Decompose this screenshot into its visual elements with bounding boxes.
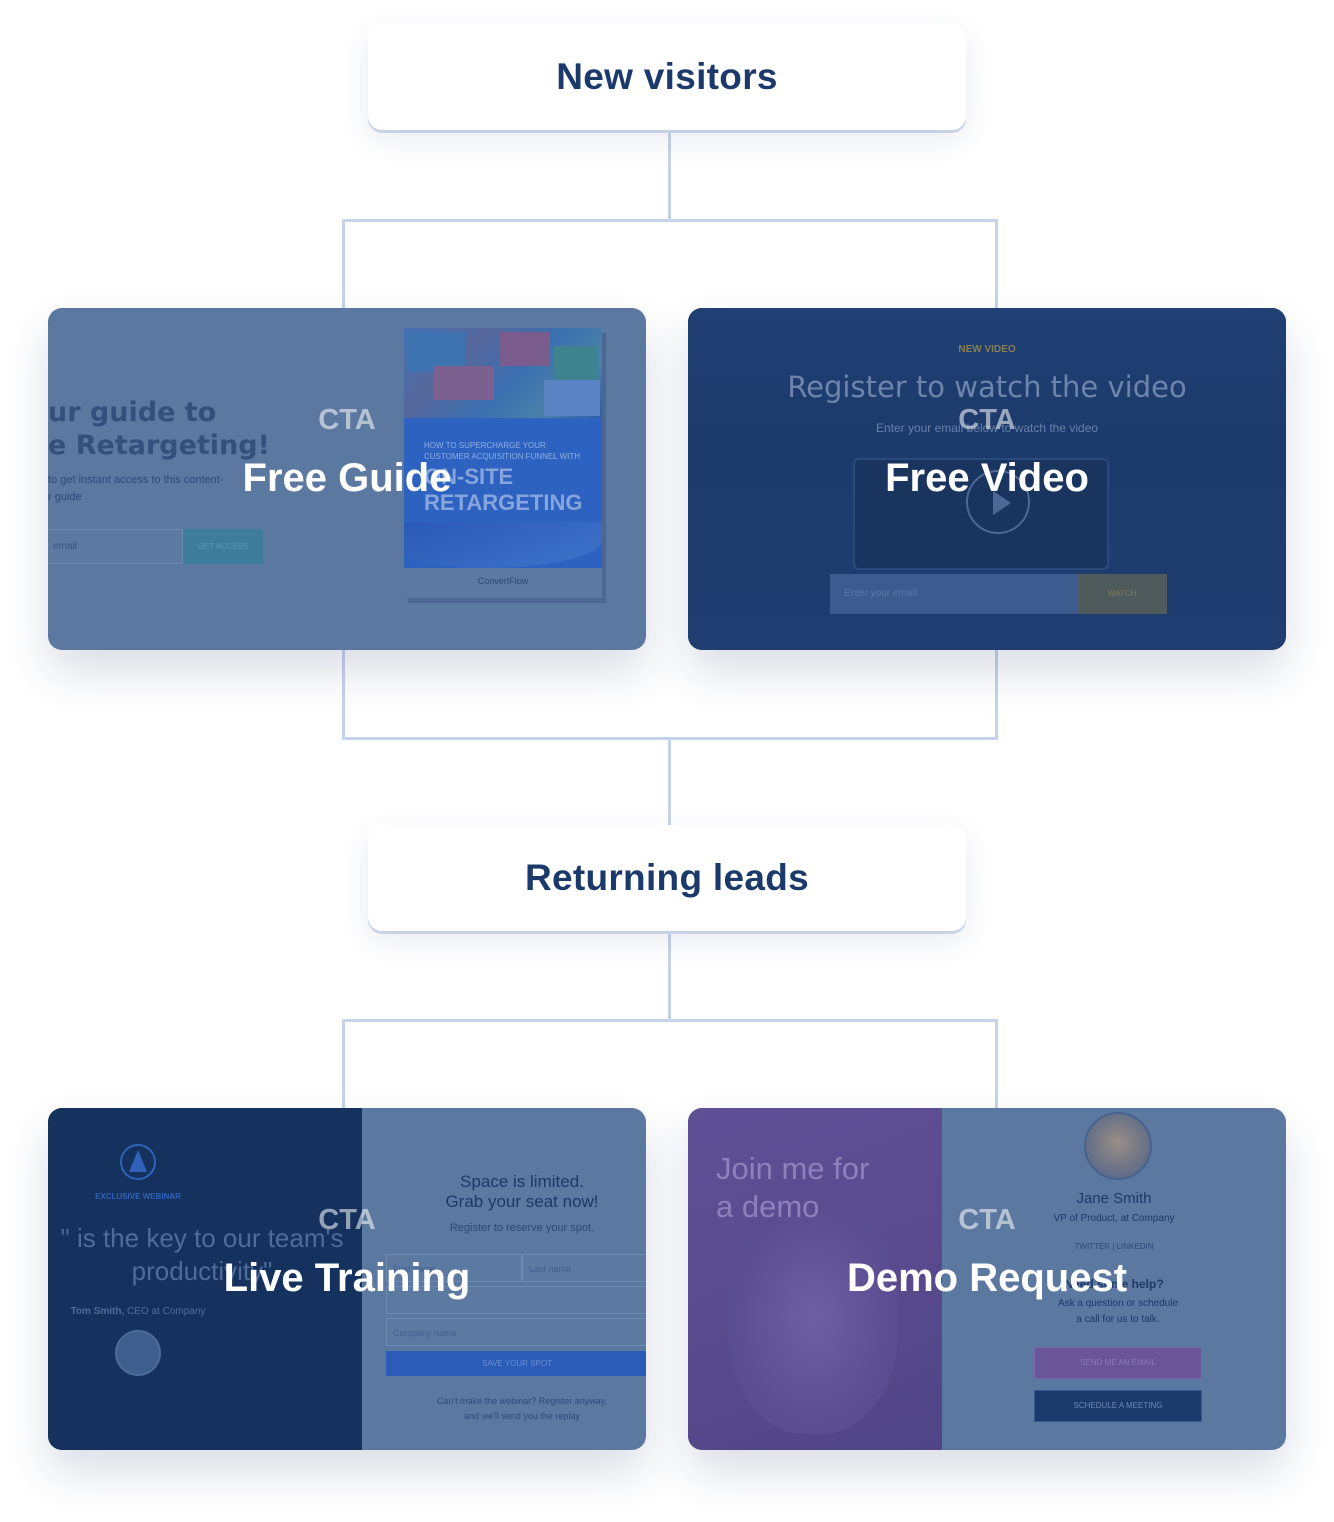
connector-line (342, 1019, 998, 1022)
preview-subtext-line: to get instant access to this content- (48, 474, 224, 486)
ebook-cover: HOW TO SUPERCHARGE YOUR CUSTOMER ACQUISI… (404, 328, 602, 598)
cta-kicker: CTA (318, 404, 376, 436)
cta-card-free-video[interactable]: NEW VIDEO Register to watch the video En… (688, 308, 1286, 650)
ebook-tile (408, 332, 466, 372)
preview-get-access-button: GET ACCESS (183, 529, 263, 564)
ebook-subtitle-line: HOW TO SUPERCHARGE YOUR (424, 441, 546, 450)
preview-help-title: Need some help? (1064, 1277, 1164, 1291)
connector-line (668, 132, 671, 221)
preview-byline: Tom Smith, CEO at Company (48, 1306, 228, 1317)
stage-title: Returning leads (524, 857, 810, 898)
preview-form-title: Space is limited. Grab your seat now! (378, 1172, 646, 1212)
preview-person-name: Jane Smith (1076, 1190, 1152, 1207)
connector-line (995, 649, 998, 739)
connector-line (995, 1019, 998, 1109)
person-photo (728, 1204, 898, 1434)
preview-send-email-button: SEND ME AN EMAIL (1034, 1347, 1202, 1379)
preview-subtext: Enter your email below to watch the vide… (875, 421, 1099, 435)
cta-name: Free Guide (242, 456, 452, 500)
preview-quote-line: " is the key to our team's (60, 1223, 344, 1253)
help-text-line: a call for us to talk. (1076, 1314, 1160, 1325)
preview-headline: ur guide to e Retargeting! (48, 396, 270, 462)
stage-returning-leads: Returning leads (368, 825, 966, 931)
connector-line (668, 737, 671, 826)
connector-line (342, 219, 345, 309)
ebook-brand: ConvertFlow (404, 568, 602, 598)
avatar (115, 1330, 161, 1376)
preview-help-text: Ask a question or schedule a call for us… (1028, 1296, 1208, 1328)
preview-social-links: TWITTER | LINKEDIN (1074, 1242, 1154, 1251)
preview-save-spot-button: SAVE YOUR SPOT (386, 1351, 646, 1376)
preview-headline: Join me for a demo (716, 1150, 869, 1226)
play-icon (966, 470, 1030, 534)
preview-subtext-line: r guide (48, 491, 82, 503)
cta-name: Live Training (223, 1256, 471, 1300)
cta-kicker: CTA (958, 404, 1016, 436)
ebook-tile (554, 346, 598, 386)
ebook-tile (434, 366, 494, 400)
cta-card-live-training[interactable]: EXCLUSIVE WEBINAR " is the key to our te… (48, 1108, 646, 1450)
preview-email-field (386, 1286, 646, 1314)
ebook-tile (500, 332, 550, 366)
connector-line (342, 649, 345, 739)
form-note-line: and we'll send you the replay (464, 1411, 580, 1421)
stage-new-visitors: New visitors (368, 24, 966, 130)
cta-kicker: CTA (958, 1204, 1016, 1236)
ebook-subtitle: HOW TO SUPERCHARGE YOUR CUSTOMER ACQUISI… (424, 440, 580, 462)
connector-line (342, 1019, 345, 1109)
help-text-line: Ask a question or schedule (1057, 1298, 1179, 1309)
ebook-title-line: ON-SITE (424, 464, 514, 489)
connector-line (668, 932, 671, 1021)
preview-form-subtext: Register to reserve your spot. (449, 1222, 595, 1234)
preview-person-role: VP of Product, at Company (1053, 1213, 1175, 1224)
cta-card-free-guide[interactable]: ur guide to e Retargeting! to get instan… (48, 308, 646, 650)
cta-card-demo-request[interactable]: Join me for a demo Jane Smith VP of Prod… (688, 1108, 1286, 1450)
preview-first-name-field: First name (386, 1254, 522, 1282)
preview-email-input: Enter your email (830, 574, 1077, 614)
preview-headline: Register to watch the video (787, 370, 1187, 404)
preview-watch-button: WATCH (1077, 574, 1167, 614)
connector-line (995, 219, 998, 309)
preview-quote-line: productivity" (131, 1256, 273, 1286)
ebook-title: ON-SITE RETARGETING (424, 464, 582, 516)
byline-role: CEO at Company (124, 1306, 206, 1317)
preview-schedule-meeting-button: SCHEDULE A MEETING (1034, 1390, 1202, 1422)
demo-photo-panel: Join me for a demo (688, 1108, 942, 1450)
preview-company-field: Company name (386, 1318, 646, 1346)
connector-line (342, 219, 998, 222)
cta-name: Demo Request (846, 1256, 1128, 1300)
cta-name: Free Video (885, 456, 1089, 500)
preview-last-name-field: Last name (522, 1254, 646, 1282)
cta-kicker: CTA (318, 1204, 376, 1236)
ebook-tile (544, 380, 600, 416)
preview-form-note: Can't make the webinar? Register anyway,… (378, 1394, 646, 1424)
form-title-line: Grab your seat now! (445, 1192, 599, 1211)
ebook-subtitle-line: CUSTOMER ACQUISITION FUNNEL WITH (424, 452, 581, 461)
preview-headline-line: e Retargeting! (48, 430, 270, 461)
avatar (1084, 1112, 1152, 1180)
preview-eyebrow: EXCLUSIVE WEBINAR (95, 1192, 181, 1201)
ebook-wave (404, 522, 602, 568)
form-title-line: Space is limited. (460, 1172, 584, 1191)
webinar-panel: EXCLUSIVE WEBINAR " is the key to our te… (48, 1108, 362, 1450)
ebook-title-line: RETARGETING (424, 490, 583, 515)
form-note-line: Can't make the webinar? Register anyway, (436, 1396, 608, 1406)
stage-title: New visitors (556, 56, 778, 97)
preview-quote: " is the key to our team's productivity" (48, 1222, 362, 1288)
preview-headline-line: a demo (716, 1189, 820, 1224)
preview-subtext: to get instant access to this content- r… (48, 472, 223, 506)
preview-email-input: email (48, 529, 183, 564)
byline-name: Tom Smith, (70, 1306, 125, 1317)
preview-headline-line: ur guide to (48, 397, 217, 428)
preview-tag: NEW VIDEO (958, 344, 1016, 355)
webinar-logo-icon (120, 1144, 156, 1180)
preview-headline-line: Join me for (716, 1151, 870, 1186)
